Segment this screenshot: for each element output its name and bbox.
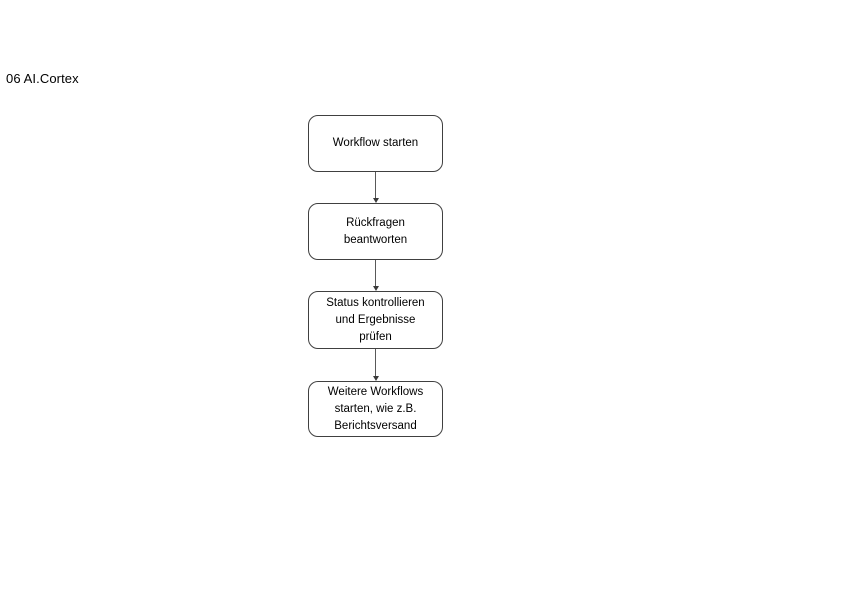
page-title: 06 AI.Cortex (6, 71, 79, 86)
connector-2 (368, 260, 383, 291)
flow-node-status-kontrollieren: Status kontrollieren und Ergebnisse prüf… (308, 291, 443, 349)
connector-line (374, 349, 377, 376)
arrow-down-icon (372, 376, 379, 381)
connector-3 (368, 349, 383, 381)
flow-node-workflow-starten: Workflow starten (308, 115, 443, 172)
flow-node-label: Workflow starten (332, 137, 419, 149)
flow-node-rueckfragen-beantworten: Rückfragen beantworten (308, 203, 443, 260)
flow-node-label: Status kontrollieren und Ergebnisse prüf… (326, 296, 425, 343)
flow-node-weitere-workflows: Weitere Workflows starten, wie z.B. Beri… (308, 381, 443, 437)
connector-line (374, 260, 377, 286)
flow-node-label: Rückfragen beantworten (343, 216, 408, 246)
flow-node-label: Weitere Workflows starten, wie z.B. Beri… (327, 385, 424, 432)
connector-line (374, 172, 377, 198)
arrow-down-icon (372, 286, 379, 291)
arrow-down-icon (372, 198, 379, 203)
connector-1 (368, 172, 383, 203)
